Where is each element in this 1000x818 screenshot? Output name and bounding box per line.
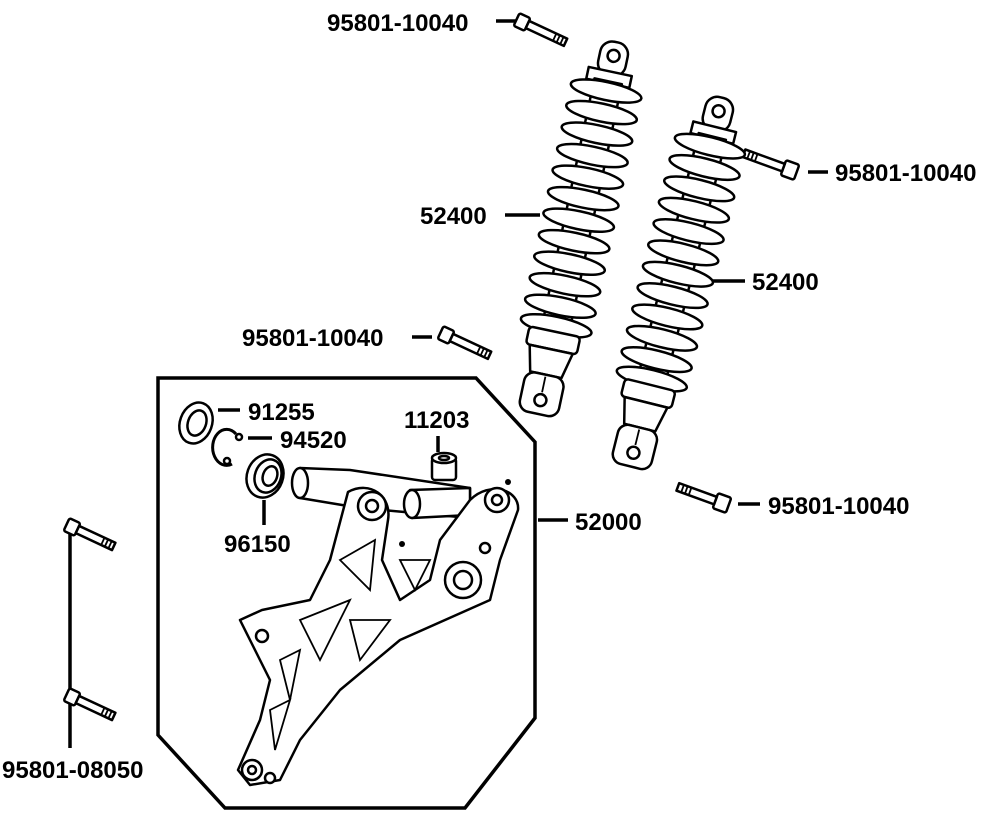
label-bolt-right-upper: 95801-10040 [835, 160, 976, 187]
shock-absorber-right [611, 95, 747, 471]
shock-absorber-left [518, 40, 643, 418]
label-bolts-pair: 95801-08050 [2, 757, 143, 784]
bolt-icon [741, 148, 801, 181]
label-bearing: 96150 [224, 531, 291, 558]
label-circlip: 94520 [280, 427, 347, 454]
bearing [245, 453, 285, 499]
bolt-icon [63, 687, 117, 722]
leader-lines [68, 19, 828, 748]
collar [430, 451, 458, 482]
swing-arm-kit-outline [156, 376, 537, 810]
label-bolt-middle-left: 95801-10040 [242, 325, 383, 352]
swing-arm [236, 466, 520, 787]
label-swing-arm: 52000 [575, 509, 642, 536]
label-collar: 11203 [404, 407, 469, 434]
bolt-icon [437, 325, 493, 361]
label-bolt-right-lower: 95801-10040 [768, 493, 909, 520]
label-seal: 91255 [248, 399, 315, 426]
circlip [211, 427, 244, 467]
bolt-icon [675, 481, 733, 514]
label-shock-right: 52400 [752, 269, 819, 296]
bolt-icon [513, 12, 569, 48]
label-shock-left: 52400 [420, 203, 487, 230]
oil-seal [178, 401, 214, 445]
bolt-icon [63, 517, 117, 552]
label-bolt-top-left: 95801-10040 [327, 10, 468, 37]
